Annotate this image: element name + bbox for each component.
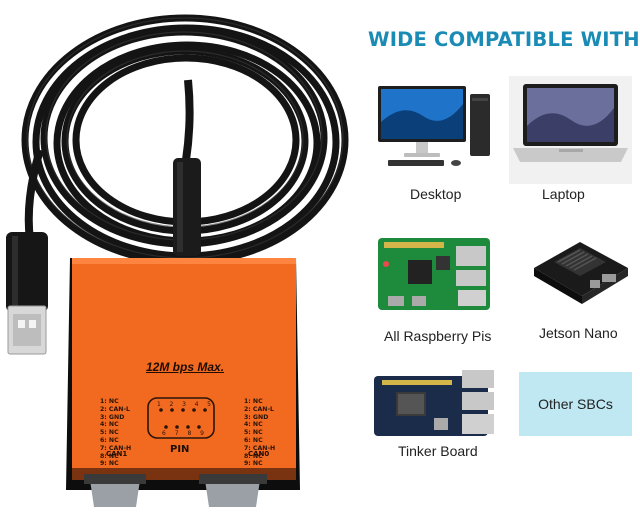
pinout-line: 2: CAN-L [100, 405, 130, 413]
pinout-line: 8: NC [100, 452, 119, 460]
usb-can-adapter-image: 12M bps Max. 1 2 3 4 5 6 7 8 9 PIN 1: NC… [6, 14, 349, 507]
tinker-board-icon [374, 368, 498, 440]
pin-number: 3 [182, 401, 186, 408]
pin-number: 5 [207, 401, 211, 408]
compatibility-heading: WIDE COMPATIBLE WITH [368, 28, 640, 51]
pinout-line: 4: NC [244, 421, 263, 429]
pinout-line: 1: NC [100, 398, 119, 405]
pinout-line: 7: CAN-H [100, 444, 132, 452]
laptop-caption: Laptop [542, 186, 585, 202]
pinout-line: 7: CAN-H [244, 444, 276, 452]
pinout-line: 5: NC [100, 429, 119, 437]
tinker-board-caption: Tinker Board [398, 443, 478, 459]
pin-numbers-bottom: 6 7 8 9 [162, 430, 204, 437]
pinout-line: 9: NC [100, 460, 119, 468]
connector-label-can1: CAN1 [106, 450, 128, 458]
pin-number: 8 [187, 430, 192, 437]
raspberry-pi-board-icon [378, 234, 492, 314]
adapter-body [66, 258, 300, 507]
pin-number: 9 [200, 430, 204, 437]
other-sbcs-caption: Other SBCs [538, 396, 613, 412]
laptop-icon [509, 76, 632, 184]
pin-label: PIN [170, 444, 190, 455]
pinout-line: 3: GND [100, 413, 125, 421]
connector-label-can0: CAN0 [248, 450, 270, 458]
pinout-line: 6: NC [244, 436, 263, 444]
pinout-line: 1: NC [244, 398, 263, 405]
pinout-line: 4: NC [100, 421, 119, 429]
pin-number: 2 [169, 401, 174, 408]
pinout-line: 5: NC [244, 429, 263, 437]
pinout-line: 9: NC [244, 460, 263, 468]
adapter-illustration [6, 14, 349, 507]
other-sbcs-box: Other SBCs [519, 372, 632, 436]
pin-number: 4 [194, 401, 199, 408]
jetson-nano-caption: Jetson Nano [539, 325, 618, 341]
usb-plug [6, 232, 48, 355]
pinout-left: 1: NC 2: CAN-L 3: GND 4: NC 5: NC 6: NC … [100, 398, 131, 468]
pin-number: 1 [157, 401, 161, 408]
pin-number: 7 [174, 430, 179, 437]
pinout-line: 8: NC [244, 452, 263, 460]
speed-label: 12M bps Max. [146, 360, 225, 374]
jetson-nano-board-icon [528, 228, 632, 312]
pinout-line: 2: CAN-L [244, 405, 274, 413]
pinout-right: 1: NC 2: CAN-L 3: GND 4: NC 5: NC 6: NC … [244, 398, 275, 468]
pinout-line: 6: NC [100, 436, 119, 444]
pinout-line: 3: GND [244, 413, 269, 421]
pin-numbers-top: 1 2 3 4 5 [157, 401, 211, 408]
desktop-caption: Desktop [410, 186, 462, 202]
pin-number: 6 [162, 430, 166, 437]
desktop-computer-icon [378, 82, 492, 170]
raspberry-pi-caption: All Raspberry Pis [384, 328, 492, 344]
